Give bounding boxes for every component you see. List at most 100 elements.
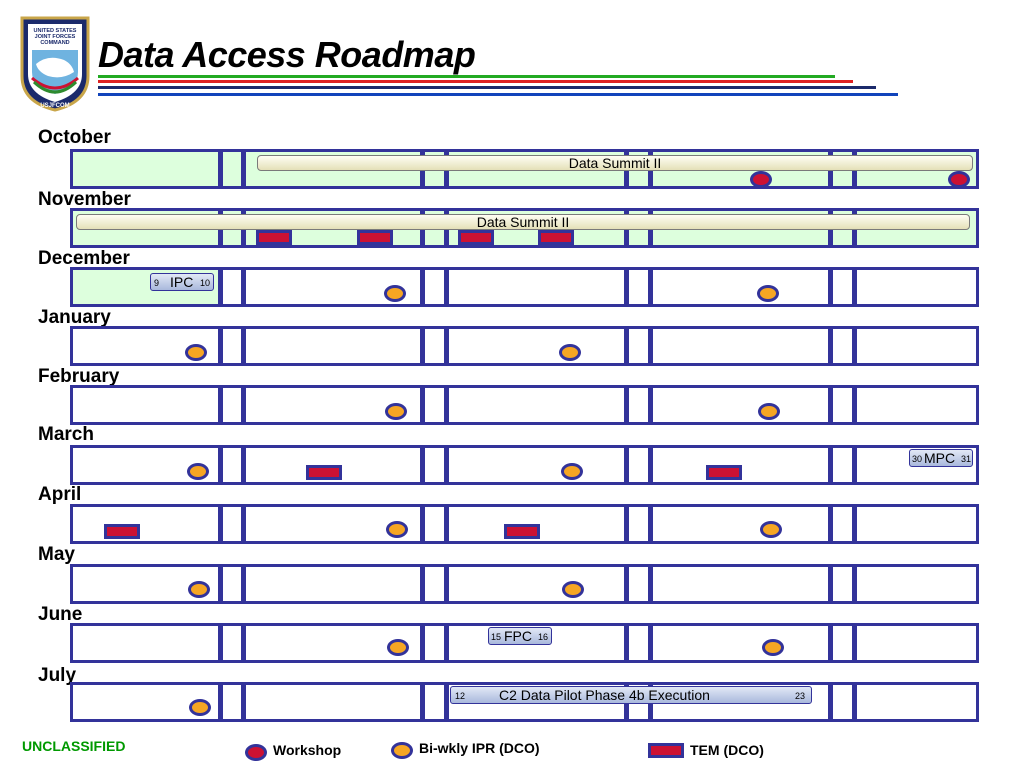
fpc-end-day: 16	[538, 632, 549, 642]
week-cell	[70, 623, 221, 663]
ipc-start-day: 9	[154, 278, 160, 288]
week-cell	[854, 564, 979, 604]
mpc-bar: 30 MPC 31	[909, 449, 973, 467]
tem-marker	[256, 230, 292, 245]
fpc-start-day: 15	[491, 632, 502, 642]
week-cell	[446, 267, 627, 307]
tem-marker	[357, 230, 393, 245]
tem-marker	[306, 465, 342, 480]
month-label-june: June	[38, 604, 83, 625]
week-gap-cell	[220, 623, 244, 663]
legend-workshop-icon	[245, 744, 267, 761]
workshop-marker	[948, 171, 970, 188]
week-cell	[243, 682, 423, 722]
ipr-marker	[387, 639, 409, 656]
week-cell	[650, 267, 831, 307]
week-gap-cell	[220, 326, 244, 366]
week-gap-cell	[422, 326, 447, 366]
month-row-january	[70, 326, 979, 366]
ipr-marker	[562, 581, 584, 598]
c2-label: C2 Data Pilot Phase 4b Execution	[499, 687, 710, 703]
month-row-december	[70, 267, 979, 307]
tem-marker	[538, 230, 574, 245]
week-gap-cell	[830, 445, 855, 485]
week-gap-cell	[220, 564, 244, 604]
week-gap-cell	[830, 267, 855, 307]
week-gap-cell	[626, 385, 651, 425]
month-label-july: July	[38, 665, 77, 686]
fpc-label: FPC	[504, 628, 532, 644]
month-label-november: November	[38, 189, 131, 210]
legend-tem-icon	[648, 743, 684, 758]
week-gap-cell	[422, 445, 447, 485]
ipc-label: IPC	[170, 274, 194, 290]
tem-marker	[706, 465, 742, 480]
ipr-marker	[386, 521, 408, 538]
week-cell	[243, 564, 423, 604]
page-title: Data Access Roadmap	[98, 34, 476, 75]
c2-end-day: 23	[795, 691, 806, 701]
month-label-january: January	[38, 307, 111, 328]
month-label-october: October	[38, 127, 111, 148]
week-cell	[650, 326, 831, 366]
week-cell	[446, 564, 627, 604]
ipr-marker	[760, 521, 782, 538]
logo-line-1: UNITED STATES	[34, 28, 77, 34]
week-gap-cell	[422, 564, 447, 604]
legend-ipr-icon	[391, 742, 413, 759]
week-gap-cell	[220, 682, 244, 722]
c2-start-day: 12	[455, 691, 466, 701]
ipr-marker	[189, 699, 211, 716]
week-gap-cell	[220, 267, 244, 307]
month-label-april: April	[38, 484, 82, 505]
week-cell	[446, 385, 627, 425]
week-cell	[70, 504, 221, 544]
week-gap-cell	[830, 326, 855, 366]
logo-line-2: JOINT FORCES	[35, 34, 76, 40]
week-cell	[854, 326, 979, 366]
week-cell	[70, 385, 221, 425]
week-cell	[854, 267, 979, 307]
week-gap-cell	[422, 623, 447, 663]
mpc-start-day: 30	[912, 454, 923, 464]
week-gap-cell	[220, 445, 244, 485]
week-gap-cell	[220, 149, 244, 189]
legend-tem-label: TEM (DCO)	[690, 742, 764, 758]
header-line-navy	[98, 86, 876, 89]
week-gap-cell	[626, 504, 651, 544]
ipr-marker	[559, 344, 581, 361]
classification-label: UNCLASSIFIED	[22, 738, 126, 754]
week-gap-cell	[830, 564, 855, 604]
ipr-marker	[758, 403, 780, 420]
week-cell	[854, 682, 979, 722]
logo-line-3: COMMAND	[40, 40, 69, 46]
week-cell	[854, 385, 979, 425]
week-cell	[446, 445, 627, 485]
data-summit-ii-bar-october: Data Summit II	[257, 155, 973, 171]
week-gap-cell	[830, 682, 855, 722]
week-gap-cell	[626, 445, 651, 485]
legend-workshop-label: Workshop	[273, 742, 342, 758]
tem-marker	[104, 524, 140, 539]
ipr-marker	[385, 403, 407, 420]
month-row-february	[70, 385, 979, 425]
week-gap-cell	[422, 682, 447, 722]
mpc-label: MPC	[924, 450, 956, 466]
fpc-bar: 15 FPC 16	[488, 627, 552, 645]
week-gap-cell	[422, 267, 447, 307]
week-gap-cell	[220, 504, 244, 544]
legend-ipr-label: Bi-wkly IPR (DCO)	[419, 740, 540, 756]
week-cell	[243, 326, 423, 366]
header-line-green	[98, 75, 835, 78]
ipr-marker	[384, 285, 406, 302]
usjfcom-seal-logo: UNITED STATES JOINT FORCES COMMAND USJFC…	[18, 14, 92, 112]
week-cell	[650, 623, 831, 663]
week-gap-cell	[830, 385, 855, 425]
month-label-march: March	[38, 424, 94, 445]
week-cell	[70, 149, 221, 189]
c2-data-pilot-bar: 12 C2 Data Pilot Phase 4b Execution 23	[450, 686, 812, 704]
month-label-december: December	[38, 248, 130, 269]
month-label-february: February	[38, 366, 120, 387]
workshop-marker	[750, 171, 772, 188]
tem-marker	[504, 524, 540, 539]
